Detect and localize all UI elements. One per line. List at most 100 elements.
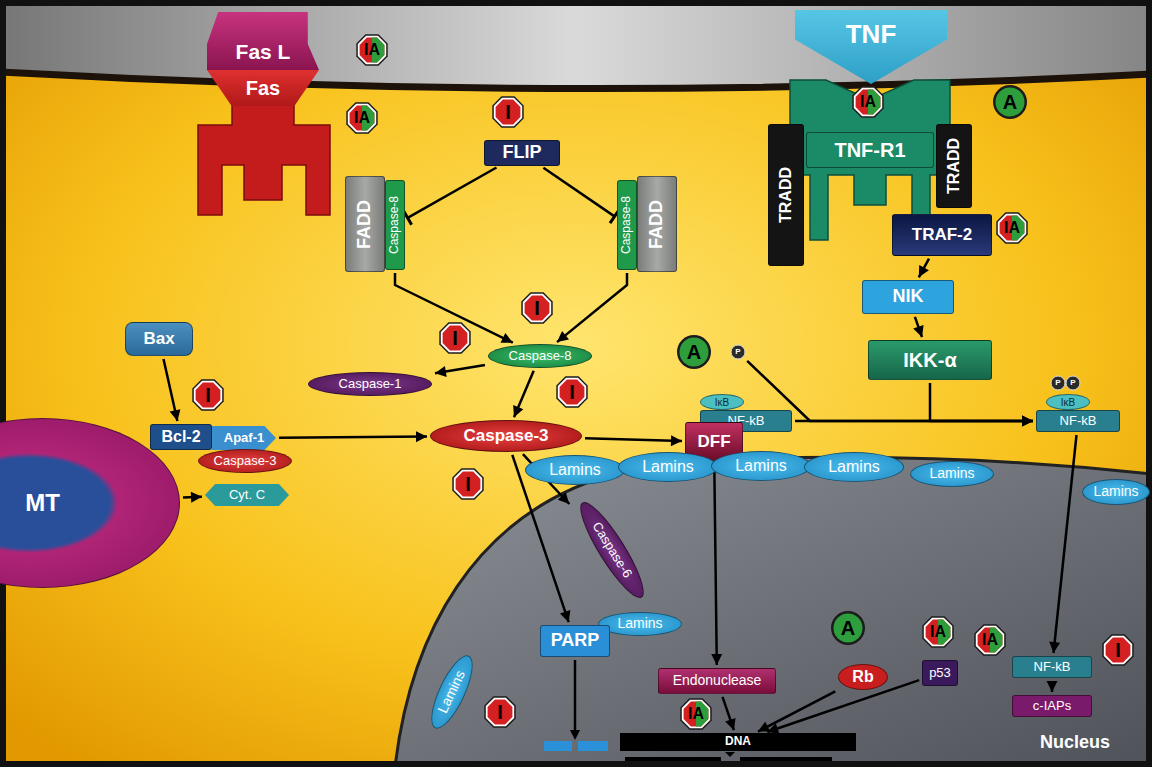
- cleavage-arrow: [574, 660, 577, 731]
- inhibitor-symbol: I: [520, 291, 554, 325]
- protein-box: FADD: [637, 176, 677, 272]
- connector: [404, 168, 497, 225]
- node-label: NIK: [893, 287, 924, 307]
- symbol-ring: [521, 292, 552, 323]
- connector-line: [557, 273, 627, 342]
- symbol-ring: [439, 322, 470, 353]
- arrow-head: [725, 718, 735, 730]
- node-label: A: [841, 617, 855, 639]
- symbol-ring: [494, 98, 522, 126]
- symbol-fill: [196, 383, 221, 408]
- inhibitor-activator-symbol: IA: [995, 211, 1029, 245]
- connector-line: [930, 383, 1033, 421]
- connector: [930, 383, 1033, 427]
- arrow-head: [767, 723, 779, 733]
- node-label: NF-kB: [1034, 660, 1071, 674]
- symbol-fill: [456, 472, 481, 497]
- protein-box: FLIP: [484, 140, 560, 166]
- parp-fragment: [578, 741, 608, 751]
- symbol-fill: [834, 614, 863, 643]
- node-label: FADD: [355, 200, 375, 249]
- nucleus: NucleusIPARPEndonucleaseIAARbIAp53DNAIAN…: [395, 452, 1152, 767]
- protein-box: Cyt. C: [205, 484, 289, 506]
- protein-box: TRADD: [936, 124, 972, 208]
- node-label: Lamins: [735, 457, 787, 475]
- phosphate-dot: P: [731, 345, 745, 359]
- symbol-ring: [1102, 634, 1133, 665]
- activator-symbol: A: [993, 85, 1027, 119]
- node-label: Lamins: [1093, 484, 1138, 499]
- node-label: NF-kB: [1060, 414, 1097, 428]
- inhibitor-symbol: I: [1101, 633, 1135, 667]
- protein-box: p53: [922, 660, 958, 686]
- node-label: FLIP: [503, 143, 542, 163]
- connector-line: [408, 168, 497, 218]
- connector: [585, 435, 682, 446]
- symbol-ring: [1104, 636, 1132, 664]
- protein-ellipse: Caspase-8: [488, 344, 592, 368]
- symbol-fill: [731, 345, 745, 359]
- node-label: TNF: [846, 20, 897, 49]
- protein-box: Caspase-8: [385, 180, 405, 270]
- protein-box: FADD: [345, 176, 385, 272]
- node-label: IA: [364, 41, 380, 59]
- arrow-head: [758, 722, 770, 732]
- arrow-head: [1022, 416, 1033, 427]
- node-label: IκB: [715, 397, 729, 408]
- node-label: I: [505, 101, 511, 123]
- protein-box: Bax: [125, 322, 193, 356]
- symbol-fill: [680, 338, 709, 367]
- inhibition-bar: [610, 210, 619, 223]
- symbol-ring: [831, 611, 865, 645]
- node-label: TRADD: [945, 138, 963, 194]
- protein-box: Endonuclease: [658, 668, 776, 694]
- connector: [913, 317, 923, 337]
- activator-symbol: A: [831, 611, 865, 645]
- node-label: Lamins: [929, 466, 974, 481]
- activator-symbol: A: [677, 335, 711, 369]
- arrow-head: [913, 325, 923, 337]
- inhibitor-symbol: I: [483, 695, 517, 729]
- node-label: DNA: [725, 735, 751, 748]
- lamin-ellipse: Lamins: [525, 455, 625, 485]
- dna-fragment: [625, 757, 721, 767]
- symbol-ring: [492, 96, 523, 127]
- node-label: PARP: [551, 631, 600, 651]
- inhibition-bar: [404, 211, 412, 225]
- connector: [523, 454, 569, 504]
- lamin-ellipse: Lamins: [618, 452, 718, 482]
- node-label: Bax: [143, 330, 174, 349]
- lamin-ellipse: Lamins: [804, 452, 904, 482]
- connector-line: [543, 168, 614, 217]
- phosphate-dot: P: [1066, 376, 1080, 390]
- connector: [1049, 435, 1076, 653]
- node-label: Endonuclease: [673, 673, 762, 688]
- connector-line: [585, 438, 682, 441]
- connector: [723, 697, 736, 730]
- node-label: A: [1003, 91, 1017, 113]
- protein-ellipse: Caspase-3: [430, 420, 582, 452]
- node-label: A: [687, 341, 701, 363]
- connector-line: [279, 437, 427, 438]
- node-label: I: [534, 297, 540, 319]
- inhibitor-activator-symbol: IA: [355, 33, 389, 67]
- symbol-ring: [486, 698, 514, 726]
- node-label: I: [205, 384, 211, 406]
- node-label: Caspase-3: [463, 427, 548, 446]
- node-label: Lamins: [549, 461, 601, 479]
- node-label: IA: [982, 631, 998, 649]
- connector: [395, 273, 513, 343]
- node-label: IA: [688, 705, 704, 723]
- node-label: TRAF-2: [912, 226, 972, 245]
- connector: [164, 359, 181, 421]
- symbol-fill: [443, 326, 468, 351]
- connector: [543, 168, 619, 223]
- node-label: IA: [1004, 219, 1020, 237]
- ligand-shape: Fas L: [207, 12, 319, 70]
- arrow-head: [1022, 416, 1033, 427]
- connector: [767, 680, 919, 734]
- receptor-shape: Fas: [207, 70, 319, 106]
- arrow-head: [557, 331, 569, 342]
- arrow-head: [560, 610, 570, 622]
